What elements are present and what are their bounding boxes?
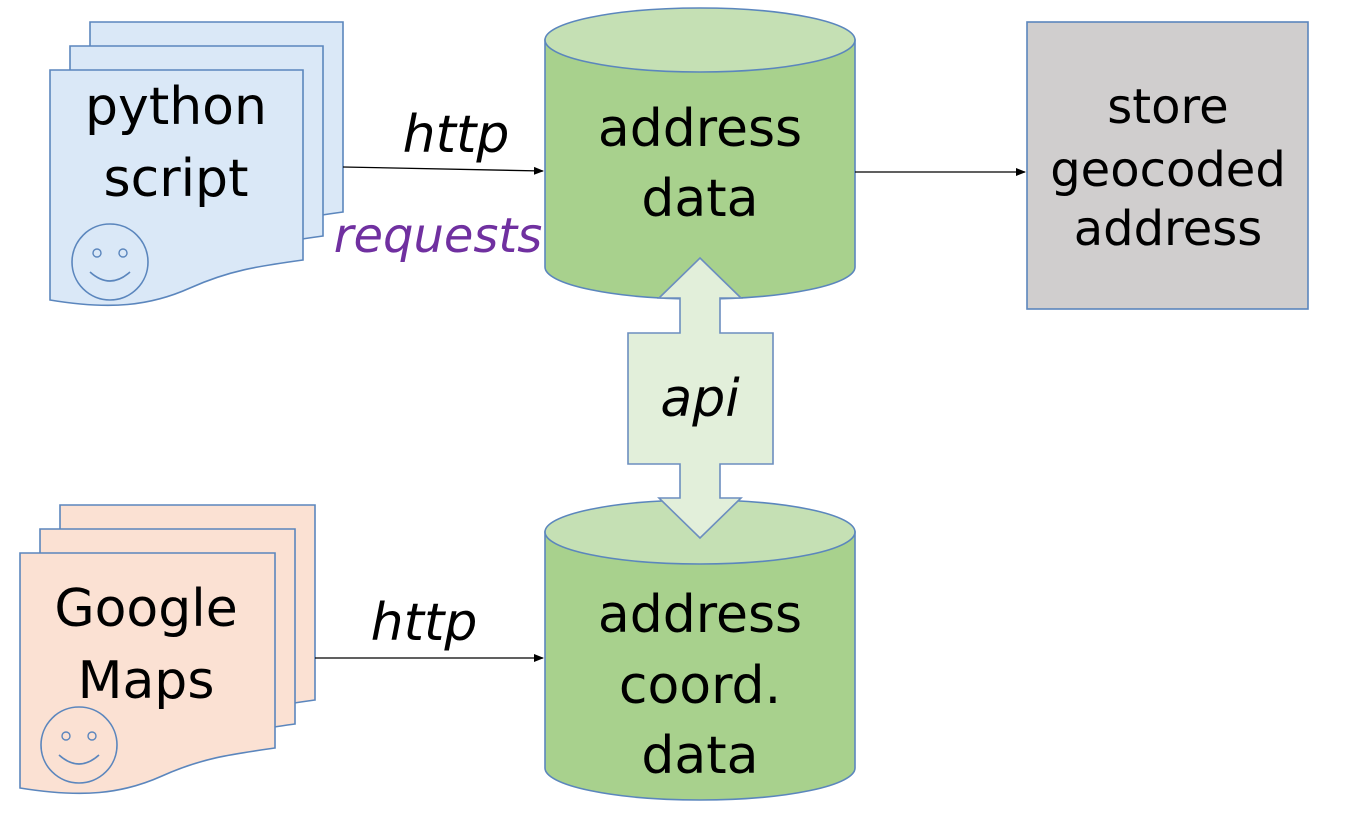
http-label-bottom: http bbox=[371, 593, 478, 653]
store-box-rect bbox=[1026, 21, 1309, 310]
address-data-database[interactable]: address data bbox=[544, 7, 856, 300]
coord-db-line-1: address bbox=[598, 585, 802, 645]
store-geocoded-address-box[interactable]: store geocoded address bbox=[1026, 21, 1309, 310]
store-box-line-2: geocoded bbox=[1050, 142, 1286, 198]
python-doc-line-2: script bbox=[104, 149, 249, 209]
coord-db-line-2: coord. bbox=[619, 656, 781, 716]
connector-python-to-address-db bbox=[342, 166, 544, 175]
python-script-doc[interactable]: python script bbox=[49, 21, 344, 307]
api-double-arrow[interactable]: api bbox=[627, 256, 774, 540]
store-box-line-3: address bbox=[1074, 201, 1263, 257]
python-doc-page-1 bbox=[49, 69, 304, 307]
coord-db-line-3: data bbox=[641, 726, 758, 786]
address-coord-database[interactable]: address coord. data bbox=[544, 499, 856, 801]
store-box-line-1: store bbox=[1107, 79, 1228, 135]
google-doc-line-1: Google bbox=[54, 579, 237, 639]
smiley-icon bbox=[40, 706, 118, 784]
address-db-line-2: data bbox=[641, 169, 758, 229]
google-doc-line-2: Maps bbox=[78, 651, 215, 711]
api-arrow-shape bbox=[627, 256, 774, 540]
google-doc-page-1 bbox=[19, 552, 276, 795]
address-db-top bbox=[544, 7, 856, 73]
coord-db-body bbox=[544, 531, 856, 801]
api-label: api bbox=[660, 369, 740, 429]
google-maps-doc[interactable]: Google Maps bbox=[19, 504, 316, 795]
requests-label: requests bbox=[334, 208, 543, 264]
http-label-top: http bbox=[403, 105, 510, 165]
python-doc-line-1: python bbox=[85, 77, 267, 137]
address-db-line-1: address bbox=[598, 99, 802, 159]
smiley-icon bbox=[71, 223, 149, 301]
